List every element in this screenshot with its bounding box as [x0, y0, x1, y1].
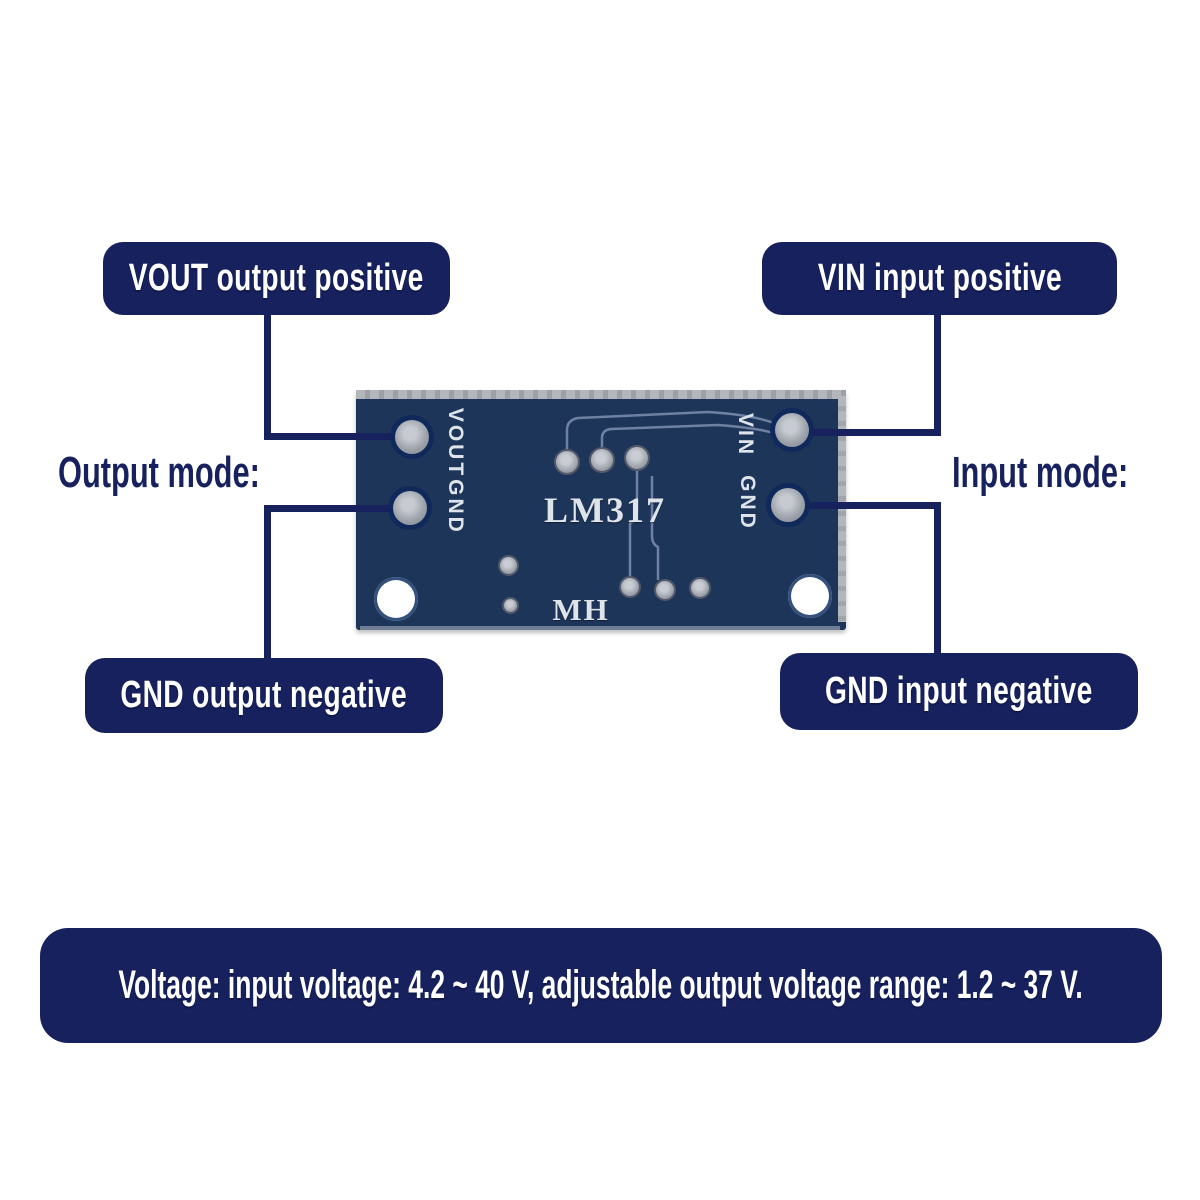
- callout-vin-label: VIN input positive: [817, 257, 1062, 299]
- wire-vin-horizontal: [812, 429, 941, 436]
- pad-lone-2: [502, 597, 519, 614]
- pcb-top-edge: [356, 390, 846, 399]
- pad-lone-1: [498, 555, 519, 576]
- pin-label-vin: VIN: [734, 412, 757, 458]
- pad-bottom-3: [689, 577, 711, 599]
- output-mode-label: Output mode:: [58, 448, 346, 498]
- pad-vin-metal: [775, 413, 809, 447]
- pad-vin: [770, 408, 814, 452]
- input-mode-text: Input mode:: [952, 448, 1129, 497]
- voltage-spec-text: Voltage: input voltage: 4.2 ~ 40 V, adju…: [118, 963, 1084, 1007]
- wire-gnd-in-horizontal: [810, 502, 941, 509]
- wire-gnd-in-vertical: [934, 502, 941, 655]
- callout-gnd-in-label: GND input negative: [825, 670, 1093, 712]
- mounting-hole-right: [788, 574, 832, 618]
- pad-vout: [390, 415, 434, 459]
- pin-label-gnd-left: GND: [444, 479, 467, 535]
- pad-gnd-right: [766, 483, 810, 527]
- wire-gnd-out-vertical: [264, 505, 271, 660]
- callout-vin-input-positive: VIN input positive: [762, 242, 1117, 315]
- pad-reg-3: [624, 445, 650, 471]
- pad-vout-metal: [395, 420, 429, 454]
- callout-gnd-output-negative: GND output negative: [85, 658, 443, 733]
- pad-gnd-left: [388, 486, 432, 530]
- pin-label-vout: VOUT: [444, 407, 467, 479]
- mounting-hole-left: [374, 577, 418, 621]
- brand-silkscreen-label: MH: [552, 592, 610, 627]
- output-mode-text: Output mode:: [58, 448, 260, 497]
- wire-vout-horizontal: [264, 433, 394, 440]
- callout-gnd-out-label: GND output negative: [120, 674, 408, 716]
- pcb-right-edge: [838, 396, 846, 622]
- callout-vout-label: VOUT output positive: [129, 257, 424, 299]
- wire-vout-vertical: [264, 308, 271, 440]
- chip-silkscreen-label: LM317: [544, 490, 666, 530]
- callout-vout-output-positive: VOUT output positive: [103, 242, 450, 315]
- pad-gnd-right-metal: [771, 488, 805, 522]
- pad-bottom-1: [619, 576, 641, 598]
- wire-gnd-out-horizontal: [264, 505, 392, 512]
- voltage-spec-banner: Voltage: input voltage: 4.2 ~ 40 V, adju…: [40, 928, 1162, 1043]
- callout-gnd-input-negative: GND input negative: [780, 653, 1138, 730]
- pcb-bottom-edge: [360, 626, 841, 630]
- pcb-board: VOUT GND VIN GND LM317 MH: [356, 390, 846, 630]
- pin-label-gnd-right: GND: [736, 475, 759, 531]
- pad-bottom-2: [654, 579, 676, 601]
- input-mode-label: Input mode:: [952, 448, 1200, 498]
- wire-vin-vertical: [934, 308, 941, 436]
- pad-gnd-left-metal: [393, 491, 427, 525]
- pad-reg-2: [589, 447, 615, 473]
- pad-reg-1: [554, 449, 580, 475]
